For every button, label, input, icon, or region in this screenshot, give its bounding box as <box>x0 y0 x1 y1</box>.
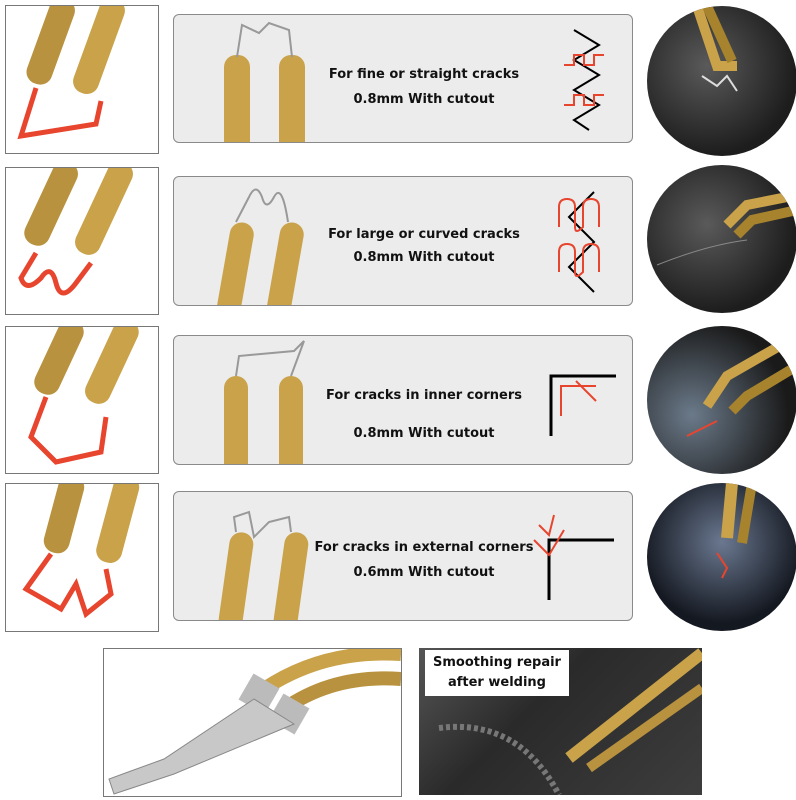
external-corner-icon <box>533 514 614 600</box>
tip-illustration <box>216 188 304 305</box>
tip-title: For fine or straight cracks <box>328 67 520 82</box>
tip-spec: 0.8mm With cutout <box>353 250 495 265</box>
tip-illustration <box>224 340 305 464</box>
straight-crack-icon <box>564 29 604 131</box>
tip-illustration <box>224 21 305 142</box>
tip-title: For large or curved cracks <box>328 227 520 242</box>
tip-panel-straight: For fine or straight cracks 0.8mm With c… <box>173 14 633 143</box>
tip-spec: 0.8mm With cutout <box>353 426 495 441</box>
label-line-2: after welding <box>447 675 546 690</box>
tip-thumbnail-straight <box>5 5 159 154</box>
tip-thumbnail-inner-corner <box>5 326 159 474</box>
tip-panel-inner-corner: For cracks in inner corners 0.8mm With c… <box>173 335 633 465</box>
tip-illustration <box>218 510 309 620</box>
curved-tip-image <box>18 168 133 296</box>
usage-photo-curved <box>647 165 796 313</box>
tip-thumbnail-curved <box>5 167 159 315</box>
label-line-1: Smoothing repair <box>433 655 561 670</box>
inner-corner-tip-image <box>28 327 139 465</box>
tip-thumbnail-external-corner <box>5 483 159 632</box>
tip-title: For cracks in external corners <box>314 540 534 555</box>
usage-photo-inner-corner <box>647 326 796 474</box>
usage-photo-external-corner <box>647 483 796 631</box>
tip-spec: 0.6mm With cutout <box>353 565 495 580</box>
tip-title: For cracks in inner corners <box>326 388 522 403</box>
tip-spec: 0.8mm With cutout <box>353 92 495 107</box>
external-corner-tip-image <box>22 484 140 619</box>
smoothing-repair-photo: Smoothing repair after welding <box>419 648 702 795</box>
tip-panel-curved: For large or curved cracks 0.8mm With cu… <box>173 176 633 306</box>
tip-panel-external-corner: For cracks in external corners 0.6mm Wit… <box>173 491 633 621</box>
smoothing-tip-image <box>108 649 401 795</box>
smoothing-tip-photo <box>103 648 402 797</box>
straight-tip-image <box>17 6 125 140</box>
smoothing-label: Smoothing repair after welding <box>425 650 569 696</box>
usage-photo-straight <box>647 6 796 156</box>
curved-crack-icon <box>558 191 600 293</box>
inner-corner-icon <box>549 374 616 436</box>
